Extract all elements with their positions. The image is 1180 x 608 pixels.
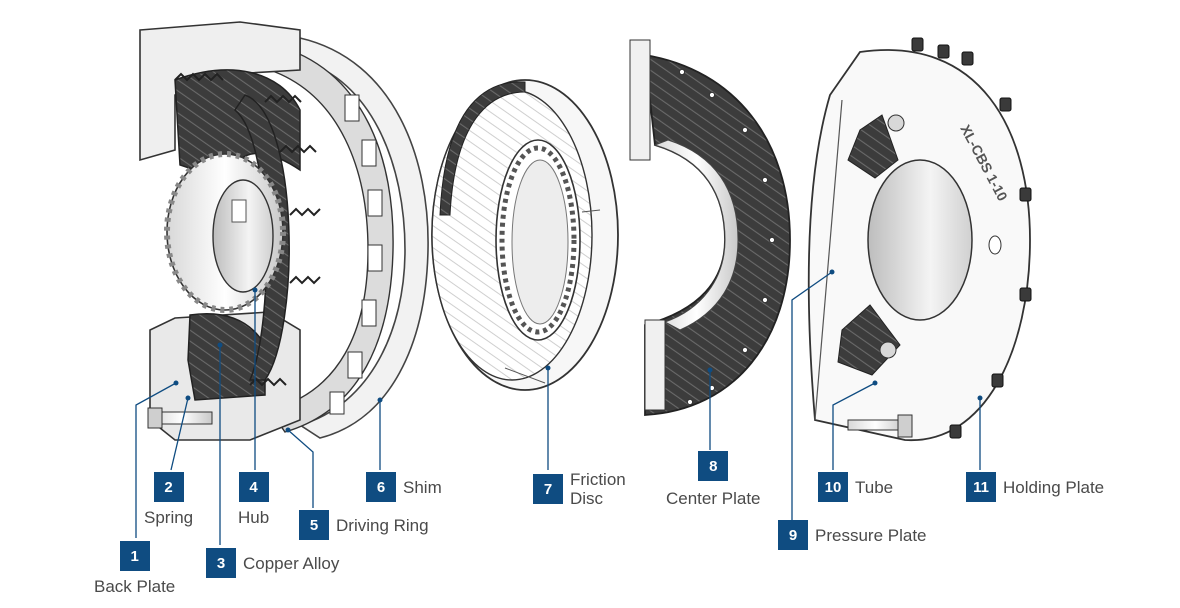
badge-11: 11	[966, 472, 996, 502]
badge-1: 1	[119, 541, 150, 571]
leader-9	[791, 271, 833, 520]
label-driving-ring: 5 Driving Ring	[299, 510, 429, 540]
label-friction-disc: 7 Friction Disc	[533, 470, 626, 508]
label-text-pressure-plate: Pressure Plate	[815, 525, 927, 545]
badge-9: 9	[778, 520, 808, 550]
shim-ring	[298, 36, 429, 439]
badge-3: 3	[206, 548, 236, 578]
brake-assembly-illustration	[139, 21, 429, 441]
center-plate-illustration	[629, 39, 791, 416]
label-holding-plate: 11 Holding Plate	[966, 472, 1104, 502]
badge-8: 8	[698, 451, 729, 481]
label-text-holding-plate: Holding Plate	[1003, 477, 1105, 497]
leader-dots	[173, 269, 983, 433]
label-shim: 6 Shim	[366, 472, 442, 502]
label-back-plate: 1 Back Plate	[94, 541, 175, 596]
pressure-plate-bore	[867, 159, 973, 321]
badge-7: 7	[533, 474, 563, 504]
label-text-friction-disc: Friction Disc	[570, 470, 626, 508]
label-text-center-plate: Center Plate	[666, 489, 761, 508]
hub-bore	[212, 179, 274, 293]
label-pressure-plate: 9 Pressure Plate	[778, 520, 927, 550]
label-text-spring: Spring	[144, 508, 194, 527]
label-text-hub: Hub	[238, 508, 270, 527]
leader-lines	[135, 271, 981, 545]
leader-2	[170, 397, 189, 471]
friction-disc-illustration	[431, 79, 619, 391]
badge-10: 10	[818, 472, 848, 502]
label-copper-alloy: 3 Copper Alloy	[206, 548, 339, 578]
label-tube: 10 Tube	[818, 472, 893, 502]
label-text-copper-alloy: Copper Alloy	[243, 553, 340, 573]
badge-6: 6	[366, 472, 396, 502]
badge-2: 2	[153, 472, 184, 502]
badge-4: 4	[238, 472, 269, 502]
copper-alloy-section	[187, 313, 266, 401]
leader-5	[287, 429, 314, 508]
label-spring: 2 Spring	[144, 472, 193, 527]
leader-10	[832, 382, 876, 470]
label-text-back-plate: Back Plate	[94, 577, 176, 596]
leader-1	[135, 382, 177, 538]
label-text-tube: Tube	[855, 477, 894, 497]
label-center-plate: 8 Center Plate	[666, 451, 761, 508]
pressure-holding-plate-illustration: XL-CBS 1-10	[807, 37, 1032, 441]
label-hub: 4 Hub	[238, 472, 269, 527]
label-text-driving-ring: Driving Ring	[336, 515, 429, 535]
badge-5: 5	[299, 510, 329, 540]
label-text-shim: Shim	[403, 477, 442, 497]
